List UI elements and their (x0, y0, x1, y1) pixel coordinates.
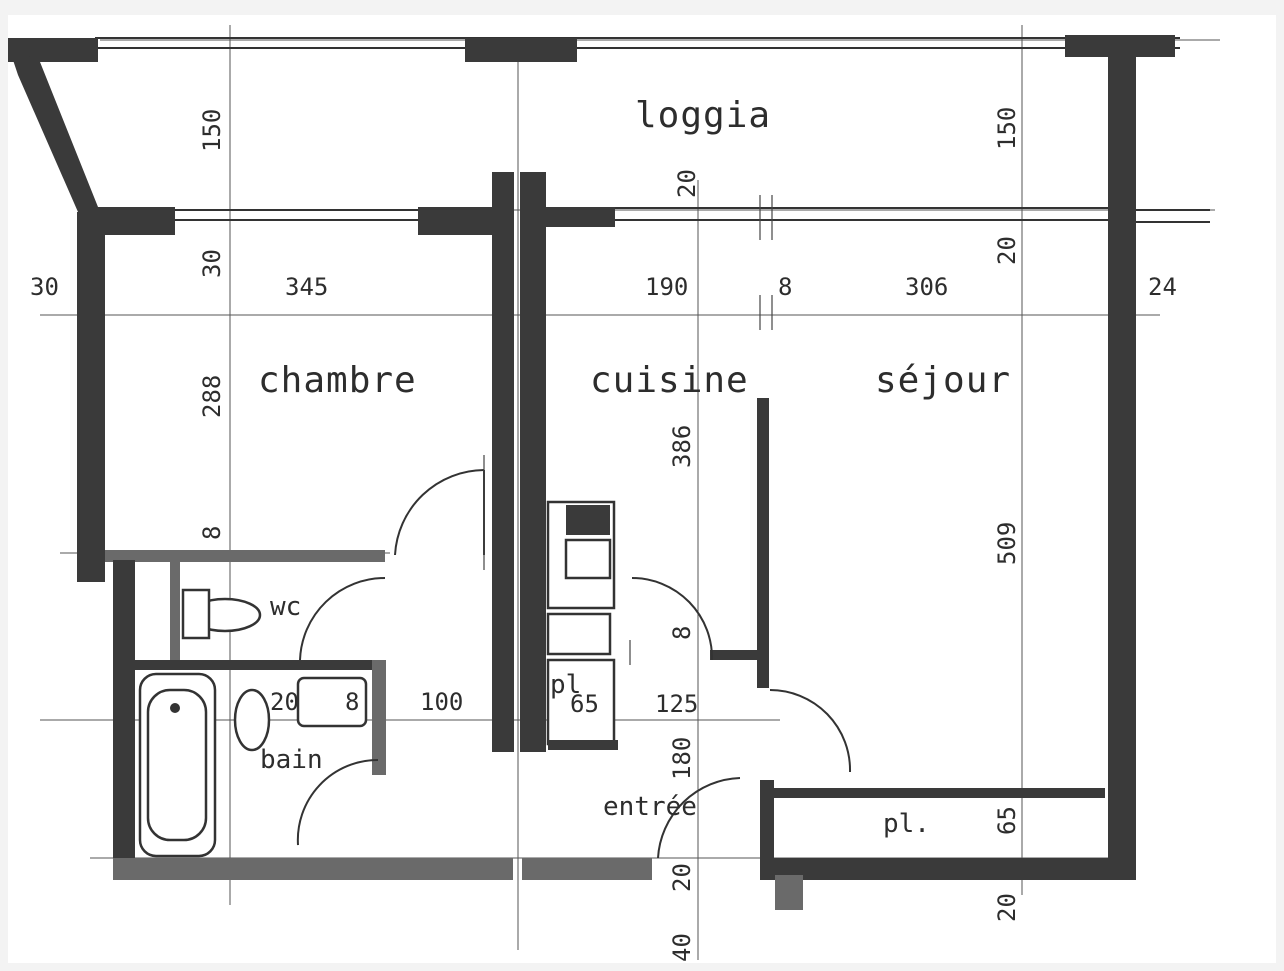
dim-190: 190 (645, 273, 688, 301)
dim-125: 125 (655, 690, 698, 718)
bath-fixtures (138, 588, 368, 858)
dim-150-right: 150 (993, 107, 1021, 150)
plan-sheet (8, 15, 1276, 963)
dim-288: 288 (198, 375, 226, 418)
kitchen-fixtures (546, 500, 618, 750)
dim-8-bath: 8 (345, 688, 359, 716)
dim-180: 180 (668, 737, 696, 780)
dim-20-bottom-right: 20 (993, 893, 1021, 922)
dimension-ticks (483, 195, 773, 665)
kitchen-partition (710, 398, 1105, 798)
diagonal-wall (8, 45, 100, 212)
dim-345: 345 (285, 273, 328, 301)
bottom-wall (113, 780, 1110, 910)
label-pl-kitchen: pl (550, 670, 581, 700)
loggia-railing (8, 35, 1180, 62)
right-wall (1108, 38, 1136, 880)
dim-8-mid: 8 (668, 626, 696, 640)
facade-wall (80, 207, 1210, 235)
dim-30-left: 30 (30, 273, 59, 301)
dim-8-left: 8 (198, 526, 226, 540)
room-label-wc: wc (270, 592, 301, 622)
dim-65-right: 65 (993, 806, 1021, 835)
dim-100: 100 (420, 688, 463, 716)
dim-306: 306 (905, 273, 948, 301)
room-label-entree: entrée (603, 792, 697, 822)
dim-8-top: 8 (778, 273, 792, 301)
room-label-sejour: séjour (875, 360, 1011, 401)
door-swings (296, 469, 852, 859)
left-wall (77, 212, 105, 582)
chambre-bottom-wall (105, 550, 385, 562)
dim-20-bath: 20 (270, 688, 299, 716)
dim-20-right: 20 (993, 236, 1021, 265)
dim-150-left: 150 (198, 109, 226, 152)
bathroom-walls (113, 560, 386, 870)
dim-24: 24 (1148, 273, 1177, 301)
room-label-chambre: chambre (258, 360, 417, 401)
dim-40: 40 (668, 933, 696, 962)
label-pl-sejour: pl. (883, 809, 930, 839)
dim-20-bottom-mid: 20 (668, 863, 696, 892)
dim-386: 386 (668, 425, 696, 468)
dim-65-kitchen: 65 (570, 690, 599, 718)
room-label-cuisine: cuisine (590, 360, 749, 401)
dim-20-top: 20 (673, 169, 701, 198)
dim-509: 509 (993, 522, 1021, 565)
room-label-bain: bain (260, 745, 323, 775)
dim-30-vert: 30 (198, 249, 226, 278)
room-label-loggia: loggia (635, 95, 771, 136)
central-wall (492, 172, 546, 752)
